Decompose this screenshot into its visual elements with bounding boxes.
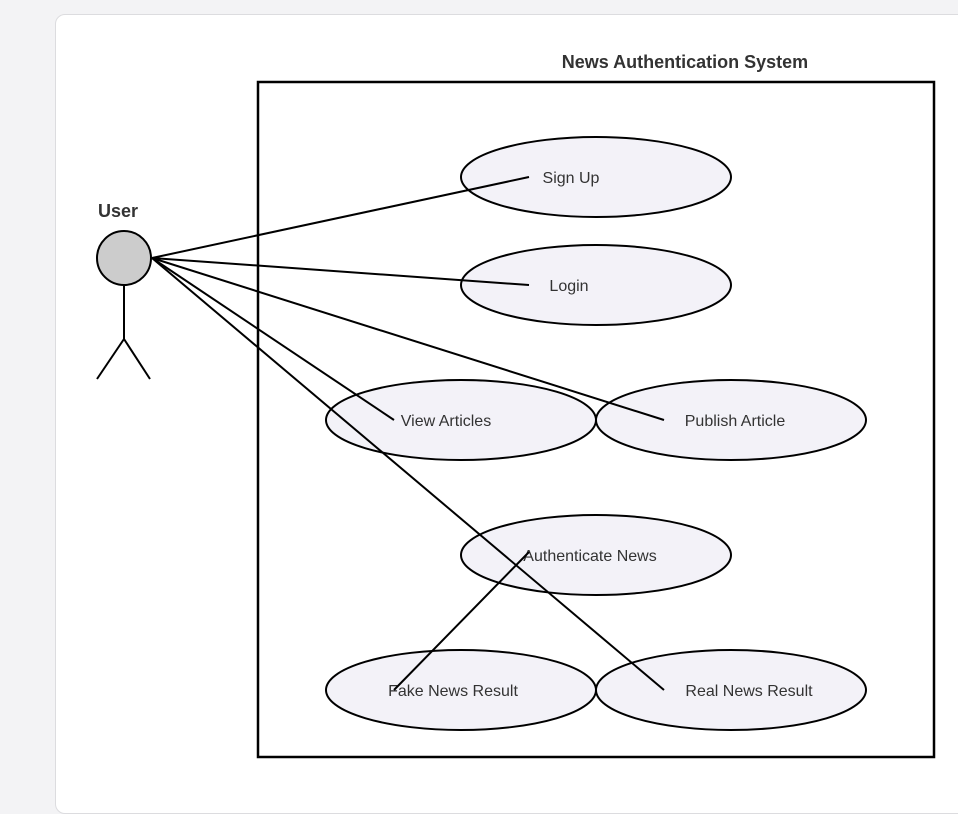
actor-label: User: [98, 201, 138, 221]
actor-head: [96, 230, 152, 286]
use-case-view-articles[interactable]: View Articles: [325, 379, 597, 461]
use-case-label: View Articles: [401, 413, 491, 430]
associations: [151, 176, 665, 691]
association-user-view-articles: [151, 257, 395, 421]
use-case-label: Sign Up: [543, 170, 600, 187]
actor-right-leg: [123, 338, 151, 380]
use-case-label: Real News Result: [685, 683, 813, 700]
use-case-label: Authenticate News: [523, 548, 656, 565]
use-case-ellipse: [460, 136, 732, 218]
system-title: News Authentication System: [562, 52, 808, 72]
use-case-fake-news-result[interactable]: Fake News Result: [325, 649, 597, 731]
use-case-ellipse: [595, 649, 867, 731]
use-case-authenticate-news[interactable]: Authenticate News: [460, 514, 732, 596]
use-case-diagram: News Authentication System Sign Up Login…: [96, 52, 936, 759]
actor-left-leg: [96, 338, 125, 380]
use-case-ellipse: [595, 379, 867, 461]
association-user-real-news-result: [151, 257, 665, 691]
use-case-publish-article[interactable]: Publish Article: [595, 379, 867, 461]
association-user-login: [151, 257, 530, 286]
association-user-publish-article: [151, 257, 665, 421]
association-authenticate-fake-news: [393, 551, 530, 691]
use-case-label: Fake News Result: [388, 683, 518, 700]
use-case-label: Publish Article: [685, 413, 786, 430]
association-user-sign-up: [151, 176, 530, 259]
use-case-sign-up[interactable]: Sign Up: [460, 136, 732, 218]
use-case-login[interactable]: Login: [460, 244, 732, 326]
use-case-label: Login: [549, 278, 588, 295]
system-boundary: [256, 80, 936, 759]
actor-user[interactable]: User: [96, 201, 152, 380]
use-case-real-news-result[interactable]: Real News Result: [595, 649, 867, 731]
use-case-ellipse: [460, 244, 732, 326]
